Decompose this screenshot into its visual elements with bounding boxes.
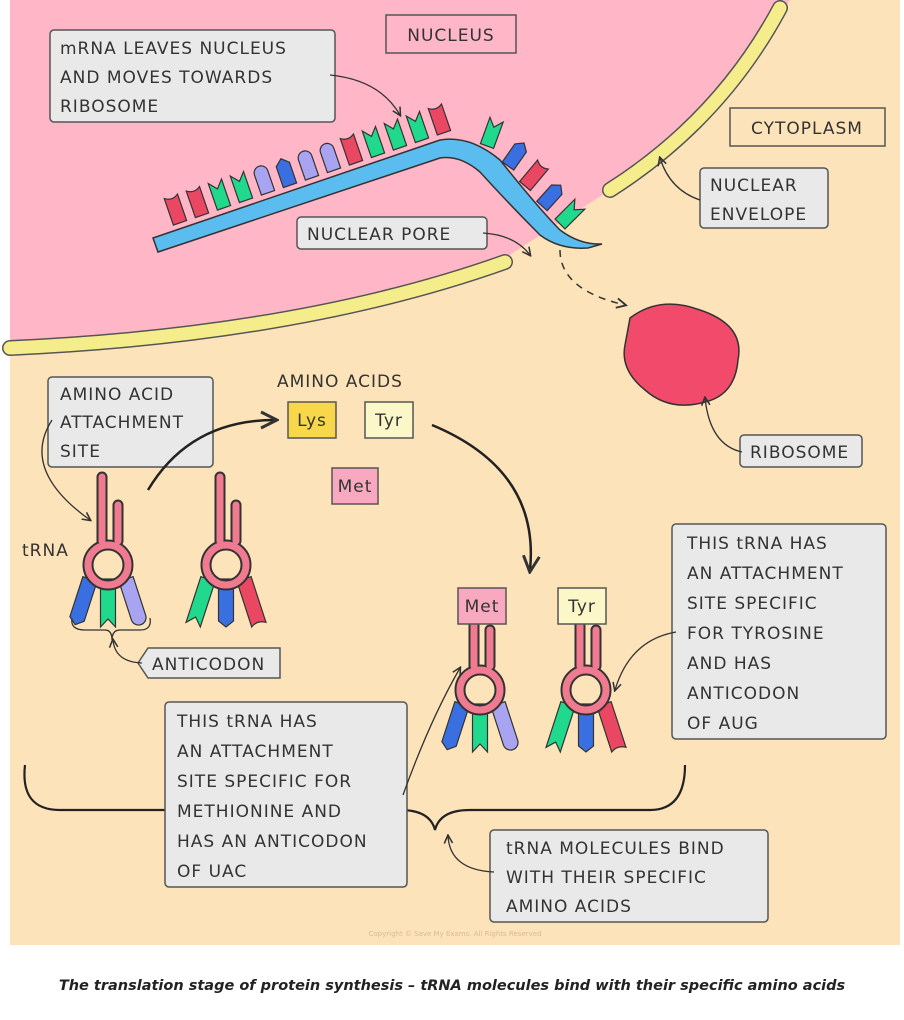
- svg-text:AND HAS: AND HAS: [687, 654, 772, 674]
- bottom-brace: [23, 764, 687, 831]
- svg-text:THIS tRNA HAS: THIS tRNA HAS: [686, 534, 828, 554]
- trna-loop: [456, 666, 504, 714]
- mrna-base: [319, 142, 342, 174]
- svg-text:Met: Met: [465, 597, 500, 617]
- trna-loop: [84, 541, 132, 589]
- figure-caption: The translation stage of protein synthes…: [58, 978, 846, 994]
- svg-text:SITE: SITE: [60, 442, 101, 462]
- svg-text:OF UAC: OF UAC: [177, 862, 247, 882]
- svg-text:SITE SPECIFIC FOR: SITE SPECIFIC FOR: [177, 772, 352, 792]
- svg-text:ANTICODON: ANTICODON: [687, 684, 800, 704]
- svg-text:NUCLEUS: NUCLEUS: [407, 26, 494, 46]
- trna-label: tRNA: [22, 541, 69, 561]
- svg-text:OF AUG: OF AUG: [687, 714, 759, 734]
- trna-unbound-2: [184, 471, 267, 629]
- amino-acid-tyr: Tyr: [364, 401, 414, 439]
- binding-callout: tRNA MOLECULES BIND WITH THEIR SPECIFIC …: [448, 829, 769, 923]
- copyright: Copyright © Save My Exams. All Rights Re…: [368, 930, 541, 938]
- svg-text:AN ATTACHMENT: AN ATTACHMENT: [687, 564, 844, 584]
- mrna-base: [535, 184, 563, 212]
- mrna-base: [253, 165, 276, 196]
- mrna-to-ribosome-arrow: [559, 249, 625, 305]
- svg-text:NUCLEAR PORE: NUCLEAR PORE: [307, 225, 451, 245]
- mrna-leaves-callout: mRNA LEAVES NUCLEUS AND MOVES TOWARDS RI…: [49, 29, 400, 123]
- svg-text:mRNA LEAVES NUCLEUS: mRNA LEAVES NUCLEUS: [60, 39, 287, 59]
- mrna-strand: [152, 138, 603, 253]
- mrna-base: [383, 117, 408, 151]
- trna-loop: [562, 666, 610, 714]
- mrna-base: [518, 158, 550, 192]
- nucleus-label: NUCLEUS: [385, 14, 517, 54]
- svg-text:AND MOVES TOWARDS: AND MOVES TOWARDS: [60, 68, 273, 88]
- mrna-base: [361, 124, 386, 159]
- mrna-base: [405, 109, 430, 144]
- svg-text:ANTICODON: ANTICODON: [152, 655, 265, 675]
- svg-text:tRNA MOLECULES BIND: tRNA MOLECULES BIND: [506, 839, 725, 859]
- trna-loop: [202, 541, 250, 589]
- anticodon-base: [69, 575, 98, 626]
- tyrosine-trna-callout: THIS tRNA HAS AN ATTACHMENT SITE SPECIFI…: [615, 523, 887, 740]
- mrna-base: [163, 192, 188, 226]
- methionine-trna-callout: THIS tRNA HAS AN ATTACHMENT SITE SPECIFI…: [164, 668, 460, 888]
- svg-text:AN ATTACHMENT: AN ATTACHMENT: [177, 742, 334, 762]
- mrna-base: [207, 177, 232, 211]
- mrna-base: [275, 158, 298, 189]
- trna-unbound-1: [69, 471, 147, 629]
- anticodon-base: [118, 575, 147, 626]
- anticodon-base: [544, 700, 576, 754]
- anticodon-base: [490, 700, 519, 751]
- svg-text:ENVELOPE: ENVELOPE: [710, 205, 807, 225]
- arrow-to-bound-trna: [431, 423, 531, 570]
- ribosome: [623, 303, 740, 406]
- amino-acid-lys: Lys: [287, 401, 337, 439]
- trna-tyr: [544, 596, 627, 754]
- anticodon-base: [236, 575, 267, 629]
- mrna-base: [501, 142, 528, 171]
- ribosome-callout: RIBOSOME: [705, 398, 863, 468]
- mrna-base: [554, 197, 587, 230]
- svg-text:RIBOSOME: RIBOSOME: [750, 443, 849, 463]
- protein-synthesis-diagram: NUCLEUS CYTOPLASM mRNA LEAVES NUCLEUS AN…: [2, 0, 900, 945]
- anticodon-base: [184, 575, 216, 629]
- trna-arm: [216, 473, 240, 545]
- mrna-base: [229, 169, 254, 204]
- trna-arm: [98, 473, 122, 545]
- mrna-base: [297, 150, 320, 181]
- svg-text:CYTOPLASM: CYTOPLASM: [751, 119, 863, 139]
- svg-text:THIS tRNA HAS: THIS tRNA HAS: [176, 712, 318, 732]
- svg-text:HAS AN ANTICODON: HAS AN ANTICODON: [177, 832, 368, 852]
- svg-text:Lys: Lys: [297, 411, 327, 431]
- svg-text:AMINO ACID: AMINO ACID: [60, 385, 174, 405]
- anticodon-base: [596, 700, 627, 754]
- mrna-codons: [163, 102, 587, 230]
- mrna-base: [479, 115, 505, 150]
- svg-text:SITE SPECIFIC: SITE SPECIFIC: [687, 594, 818, 614]
- amino-acid-site-callout: AMINO ACID ATTACHMENT SITE: [41, 376, 214, 520]
- tyr-bound-label: Tyr: [557, 587, 607, 625]
- anticodon-base: [441, 700, 470, 751]
- met-bound-label: Met: [457, 587, 507, 625]
- mrna-base: [339, 132, 364, 166]
- svg-text:FOR TYROSINE: FOR TYROSINE: [687, 624, 825, 644]
- cytoplasm-label: CYTOPLASM: [729, 107, 886, 147]
- nuclear-pore-callout: NUCLEAR PORE: [296, 216, 530, 255]
- anticodon-callout: ANTICODON: [113, 640, 281, 679]
- svg-text:WITH THEIR SPECIFIC: WITH THEIR SPECIFIC: [506, 868, 707, 888]
- svg-text:METHIONINE AND: METHIONINE AND: [177, 802, 342, 822]
- svg-text:Met: Met: [338, 477, 373, 497]
- svg-text:AMINO ACIDS: AMINO ACIDS: [506, 897, 632, 917]
- mrna-base: [185, 185, 210, 219]
- svg-text:ATTACHMENT: ATTACHMENT: [60, 413, 184, 433]
- svg-text:Tyr: Tyr: [374, 411, 403, 431]
- nuclear-envelope-callout: NUCLEAR ENVELOPE: [660, 158, 829, 229]
- mrna-base: [427, 102, 452, 136]
- arrow-to-amino-acids: [146, 420, 275, 491]
- amino-acid-met: Met: [331, 467, 379, 505]
- amino-acids-heading: AMINO ACIDS: [277, 372, 403, 392]
- svg-text:NUCLEAR: NUCLEAR: [710, 176, 798, 196]
- svg-text:Tyr: Tyr: [567, 597, 596, 617]
- svg-text:RIBOSOME: RIBOSOME: [60, 97, 159, 117]
